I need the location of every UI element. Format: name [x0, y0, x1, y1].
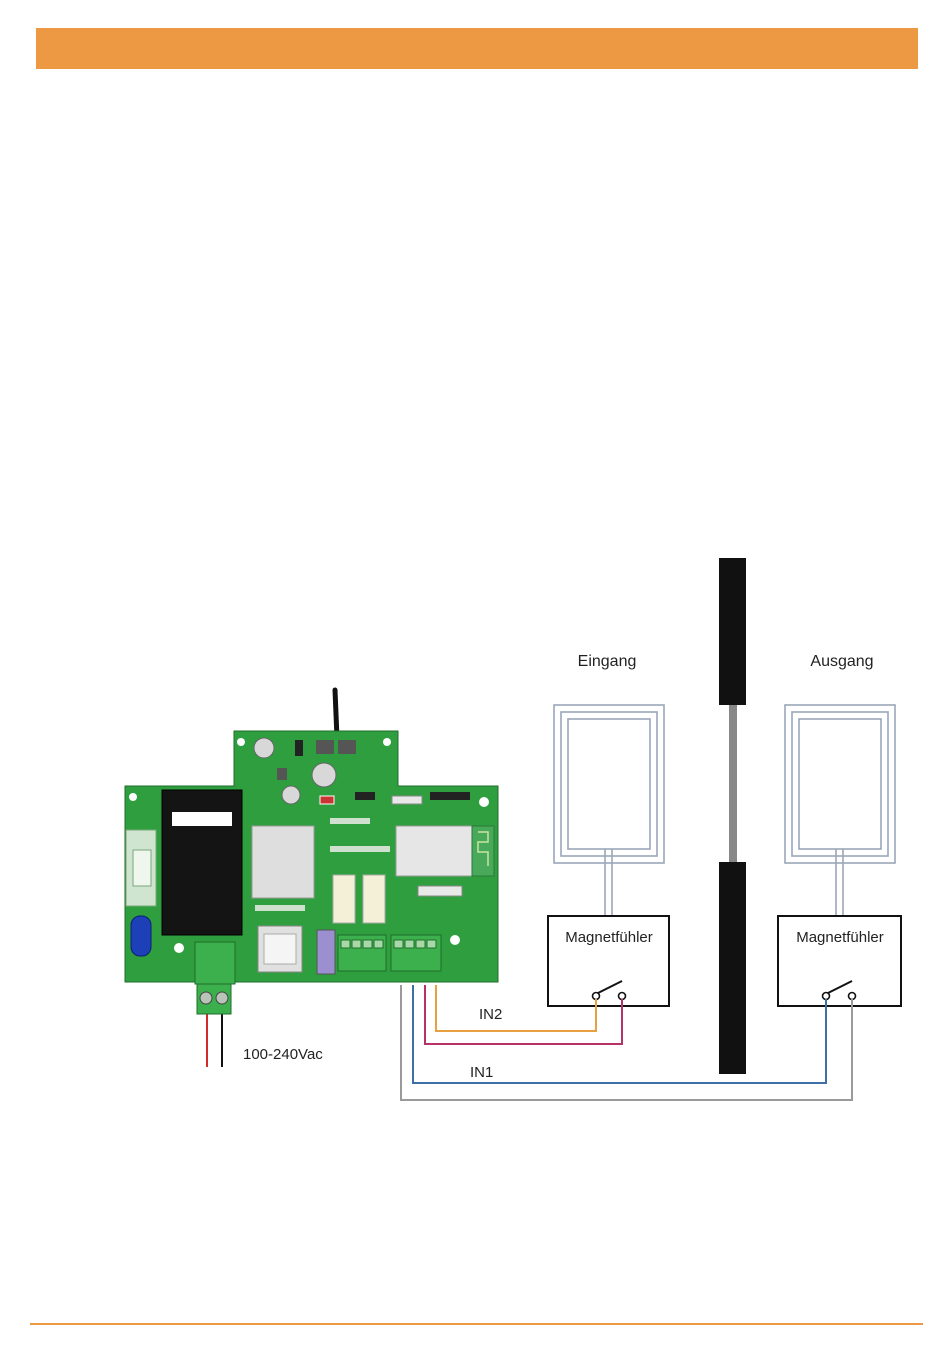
label-sensor-left: Magnetfühler — [565, 929, 653, 946]
label-power: 100-240Vac — [243, 1046, 323, 1063]
label-ausgang: Ausgang — [810, 653, 873, 670]
controller-pcb — [125, 731, 498, 1014]
footer-line — [30, 1323, 923, 1325]
loop-coil-left — [554, 705, 664, 916]
label-in1: IN1 — [470, 1064, 493, 1081]
barrier-pole — [719, 558, 746, 1074]
label-sensor-right: Magnetfühler — [796, 929, 884, 946]
loop-coil-right — [785, 705, 895, 916]
wires — [207, 985, 852, 1100]
label-eingang: Eingang — [578, 653, 637, 670]
label-in2: IN2 — [479, 1006, 502, 1023]
